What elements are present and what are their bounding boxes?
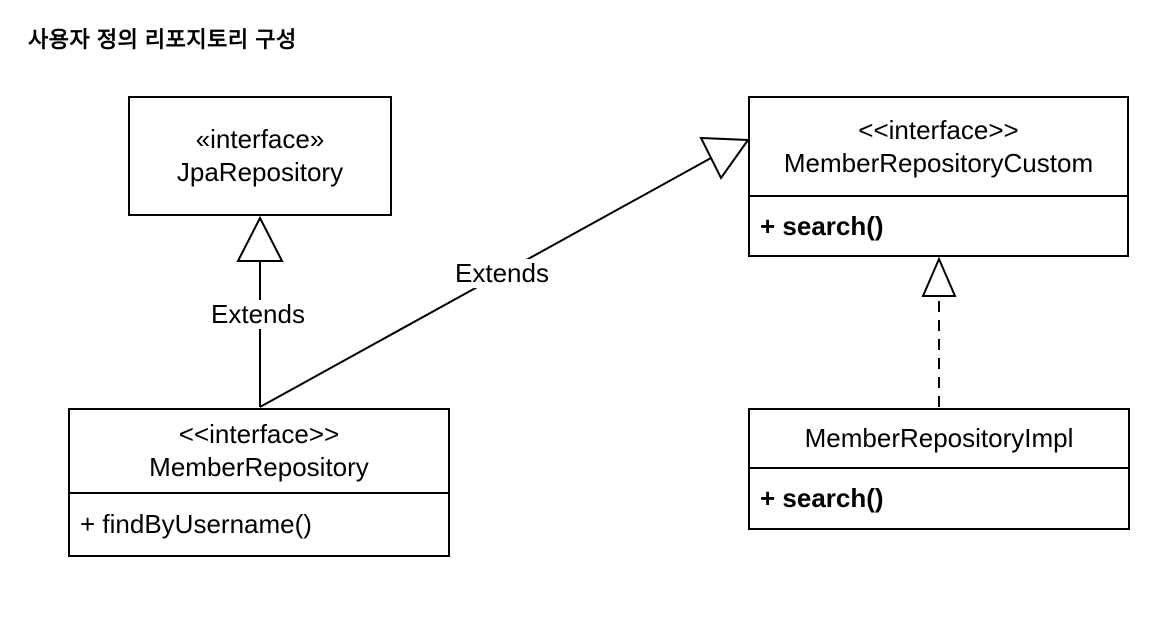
class-box-member-repository-impl: MemberRepositoryImpl + search() [748,408,1130,530]
class-name: JpaRepository [176,157,344,187]
generalization-arrowhead-icon [699,136,750,180]
generalization-edge-member-to-jpa [236,215,284,407]
realization-arrowhead-icon [921,256,957,297]
diagram-title: 사용자 정의 리포지토리 구성 [28,27,297,52]
class-method: + search() [750,195,1127,255]
class-header: <<interface>> MemberRepository [70,410,448,492]
class-header: MemberRepositoryImpl [750,410,1128,467]
class-header: <<interface>> MemberRepositoryCustom [750,98,1127,195]
class-box-member-repository: <<interface>> MemberRepository + findByU… [68,408,450,557]
class-header: «interface» JpaRepository [130,98,390,214]
extends-label-jpa: Extends [206,300,310,329]
extends-label-custom: Extends [449,259,555,288]
class-name: MemberRepositoryCustom [783,147,1094,178]
class-stereotype: <<interface>> [858,114,1019,145]
class-stereotype: <<interface>> [178,419,340,449]
class-method: + search() [750,467,1128,528]
class-name: MemberRepositoryImpl [804,423,1074,453]
class-stereotype: «interface» [195,124,325,154]
generalization-arrowhead-icon [236,215,284,262]
class-box-jpa-repository: «interface» JpaRepository [128,96,392,216]
realization-edge-impl-to-custom [921,256,957,407]
class-method: + findByUsername() [70,492,448,555]
class-name: MemberRepository [149,452,369,482]
class-box-member-repository-custom: <<interface>> MemberRepositoryCustom + s… [748,96,1129,257]
